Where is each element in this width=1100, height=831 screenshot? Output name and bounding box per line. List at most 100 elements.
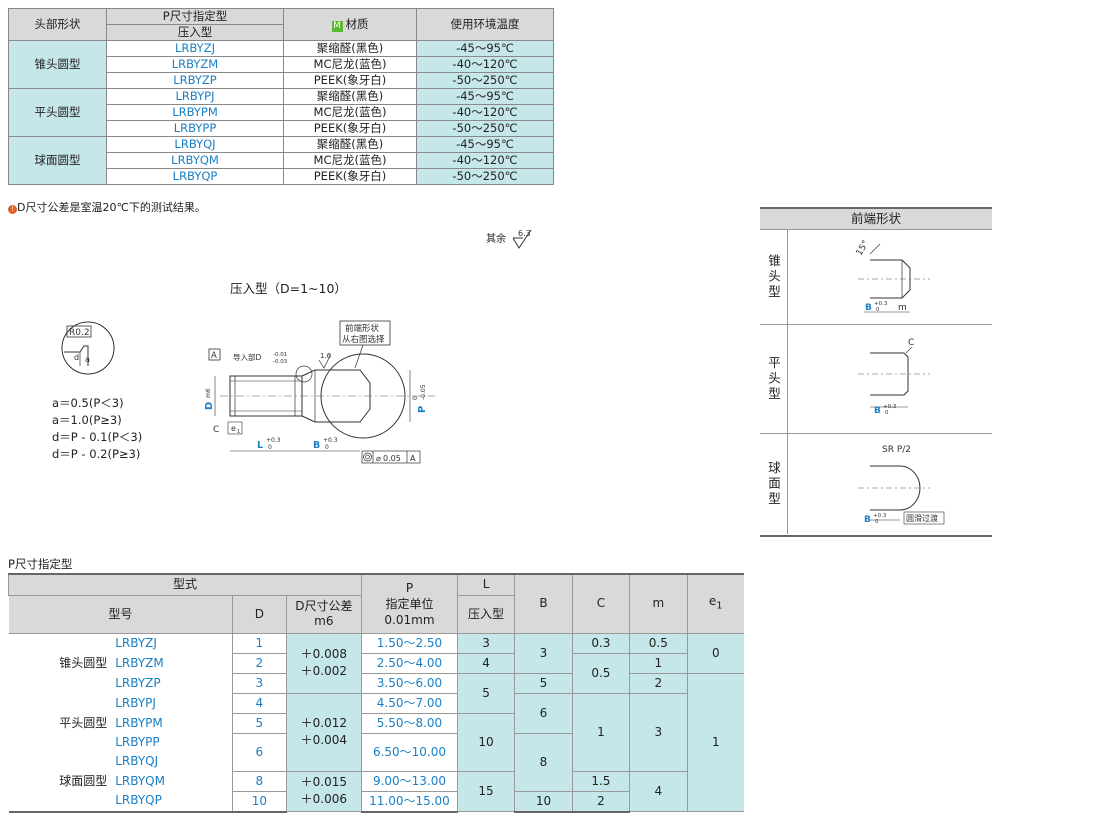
press-in-header: 压入型 <box>106 24 284 41</box>
b-label: B <box>865 303 872 313</box>
b-cell: 8 <box>514 732 573 792</box>
e1-header: e1 <box>686 573 744 634</box>
shape-cell: 锥头圆型 <box>8 40 107 89</box>
d-cell: 10 <box>232 790 287 813</box>
b-tol-plus: +0.3 <box>873 513 887 519</box>
temp-cell: -50～250℃ <box>416 72 554 89</box>
guide-tol-upper: -0.01 <box>273 352 287 358</box>
material-cell: MC尼龙(蓝色) <box>283 152 417 169</box>
smooth-note: 圆滑过渡 <box>906 513 938 523</box>
group-cell <box>9 673 110 693</box>
m-cell: 2 <box>629 672 688 694</box>
e1-header-sub: 1 <box>716 600 723 612</box>
group-cell <box>9 752 110 771</box>
tip-label-1: 前端形状 <box>345 323 380 334</box>
tol-upper: ＋0.015 <box>300 775 348 790</box>
model-cell: LRBYZJ <box>106 40 284 57</box>
l-header: L <box>456 573 516 596</box>
flat-tip-diagram: C B +0.3 0 <box>858 338 930 416</box>
pin-drawing: 前端形状 从右图选择 A 导入部D -0.01 -0.03 1.6 D m6 P… <box>204 320 435 464</box>
tol-cell: ＋0.015＋0.006 <box>285 770 363 812</box>
rough-16: 1.6 <box>320 352 332 360</box>
temp-cell: -40～120℃ <box>416 56 554 73</box>
material-badge-icon: M <box>331 21 343 32</box>
l-cell: 15 <box>456 770 516 812</box>
p-header-label: P <box>405 580 414 595</box>
l-label: L <box>257 440 263 451</box>
group-cell <box>9 693 110 713</box>
model-cell: LRBYQP <box>109 791 234 813</box>
formula-line: a＝0.5(P＜3) <box>52 396 124 410</box>
e1-sub: 1 <box>237 429 240 435</box>
tol-upper: ＋0.012 <box>300 716 348 730</box>
model-cell: LRBYPM <box>109 713 234 733</box>
temp-cell: -50～250℃ <box>416 168 554 185</box>
drawing-title: 压入型（D=1~10） <box>230 281 347 296</box>
b-tol-plus: +0.3 <box>874 301 888 307</box>
model-cell: LRBYQP <box>106 168 284 185</box>
m-cell: 3 <box>629 692 688 772</box>
d-cell: 2 <box>232 652 287 674</box>
cone-tip-diagram: 15° B +0.3 0 m <box>855 239 930 313</box>
tol-lower: ＋0.004 <box>300 733 348 747</box>
p-cell: 4.50～7.00 <box>361 692 458 714</box>
l-cell: 5 <box>456 672 516 714</box>
d-cell: 3 <box>232 672 287 694</box>
model-cell: LRBYPP <box>109 733 234 752</box>
l-cell: 3 <box>456 632 516 654</box>
svg-text:a: a <box>85 355 90 364</box>
head-shape-header: 头部形状 <box>8 8 107 41</box>
model-cell: LRBYPJ <box>106 88 284 105</box>
datum-a-label: A <box>211 351 217 361</box>
model-cell: LRBYPM <box>106 104 284 121</box>
material-cell: 聚缩醛(黑色) <box>283 88 417 105</box>
model-cell: LRBYZM <box>106 56 284 73</box>
b-label: B <box>864 515 871 525</box>
group-cell <box>8 632 110 653</box>
material-cell: MC尼龙(蓝色) <box>283 56 417 73</box>
e1-cell: 1 <box>686 672 744 812</box>
m-header: m <box>629 573 688 634</box>
l-cell: 10 <box>456 712 516 772</box>
p-header-sub: 指定单位 <box>385 596 434 611</box>
d-cell: 6 <box>232 732 287 772</box>
section-label: P尺寸指定型 <box>8 557 73 571</box>
tolerance-note: !D尺寸公差是室温20℃下的测试结果。 <box>8 199 206 215</box>
tip-row-label: 平头型 <box>760 325 788 433</box>
b-tol-plus: +0.3 <box>323 437 338 444</box>
model-cell: LRBYZP <box>109 673 234 693</box>
p-cell: 6.50～10.00 <box>361 732 458 772</box>
angle-label: 15° <box>855 239 872 258</box>
tol-lower: ＋0.002 <box>300 664 348 678</box>
p-label: P <box>417 406 428 413</box>
roughness-symbol-icon: 6.3 <box>512 229 532 249</box>
guide-tol-lower: -0.03 <box>273 359 288 365</box>
e1-cell: 0 <box>686 632 744 674</box>
c-header: C <box>571 573 631 634</box>
p-cell: 5.50～8.00 <box>361 712 458 734</box>
dtol-header-sub: m6 <box>314 614 334 628</box>
d-sub: m6 <box>205 388 212 398</box>
shape-cell: 球面圆型 <box>8 136 107 185</box>
temp-cell: -50～250℃ <box>416 120 554 137</box>
p-type-header: P尺寸指定型 <box>106 8 284 25</box>
p-cell: 1.50～2.50 <box>361 632 458 654</box>
material-cell: 聚缩醛(黑色) <box>283 40 417 57</box>
b-label: B <box>874 406 881 416</box>
b-cell: 6 <box>514 692 573 734</box>
p-cell: 2.50～4.00 <box>361 652 458 674</box>
m-cell: 4 <box>629 770 688 812</box>
guide-label: 导入部D <box>233 352 261 362</box>
material-cell: PEEK(象牙白) <box>283 120 417 137</box>
group-cell <box>9 733 110 752</box>
c-label: C <box>213 425 219 435</box>
p-cell: 11.00～15.00 <box>361 790 458 813</box>
b-header: B <box>514 573 573 634</box>
m-label: m <box>898 303 907 313</box>
d-cell: 8 <box>232 770 287 792</box>
material-cell: 聚缩醛(黑色) <box>283 136 417 153</box>
group-cell: 平头圆型 <box>59 715 108 730</box>
p-tol-lower: -0.05 <box>420 384 427 400</box>
